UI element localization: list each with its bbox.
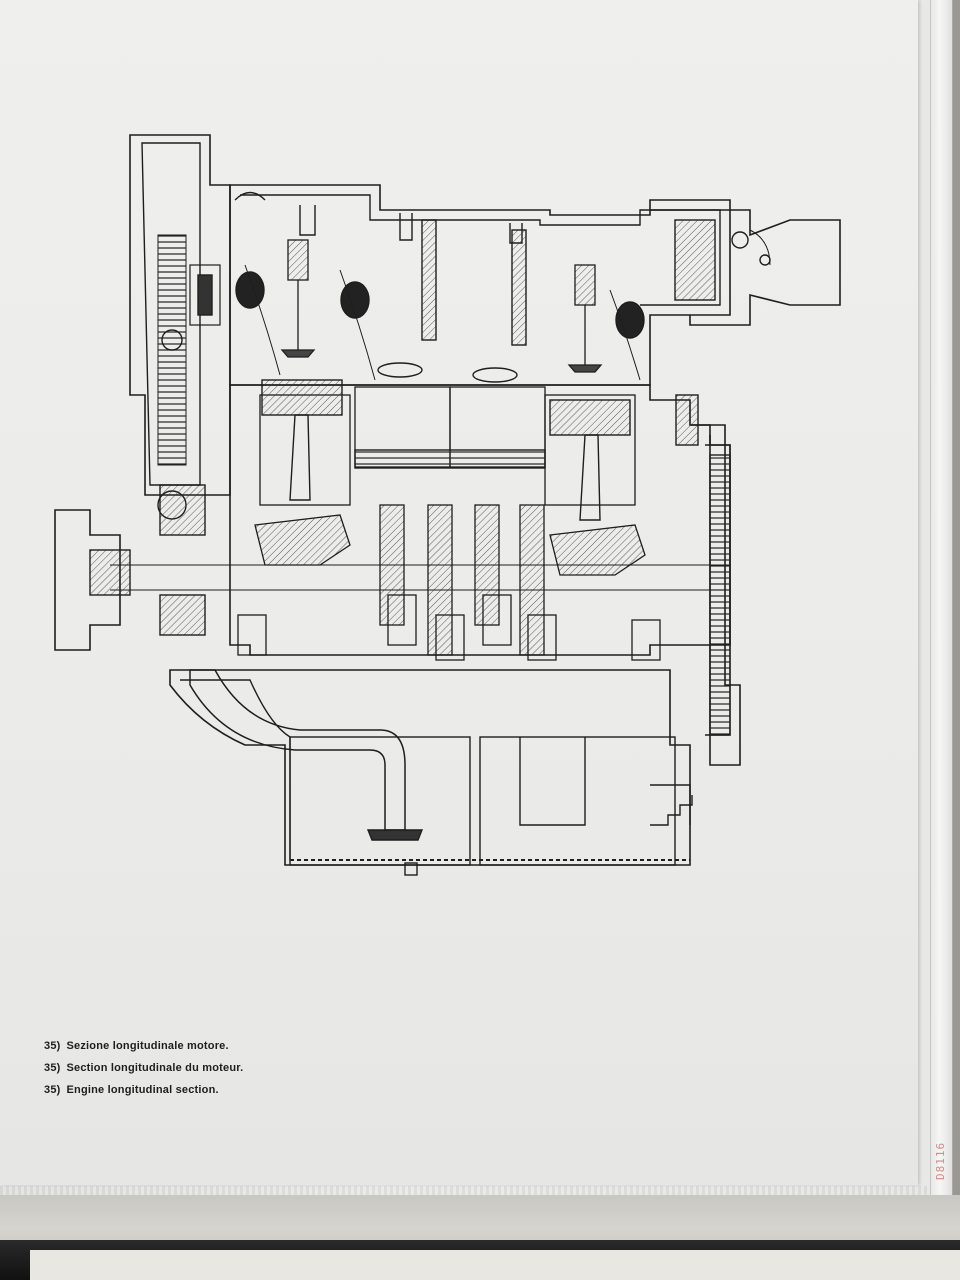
side-stamp: D8116 — [934, 1141, 947, 1180]
document-page — [0, 0, 918, 1185]
caption-french: 35)Section longitudinale du moteur. — [44, 1062, 244, 1074]
caption-block: 35)Sezione longitudinale motore. 35)Sect… — [44, 1040, 544, 1106]
underlying-page — [30, 1250, 960, 1280]
caption-italian: 35)Sezione longitudinale motore. — [44, 1040, 229, 1052]
caption-english: 35)Engine longitudinal section. — [44, 1084, 219, 1096]
sleeve-edge — [930, 0, 953, 1200]
engine-section-drawing — [54, 134, 841, 876]
